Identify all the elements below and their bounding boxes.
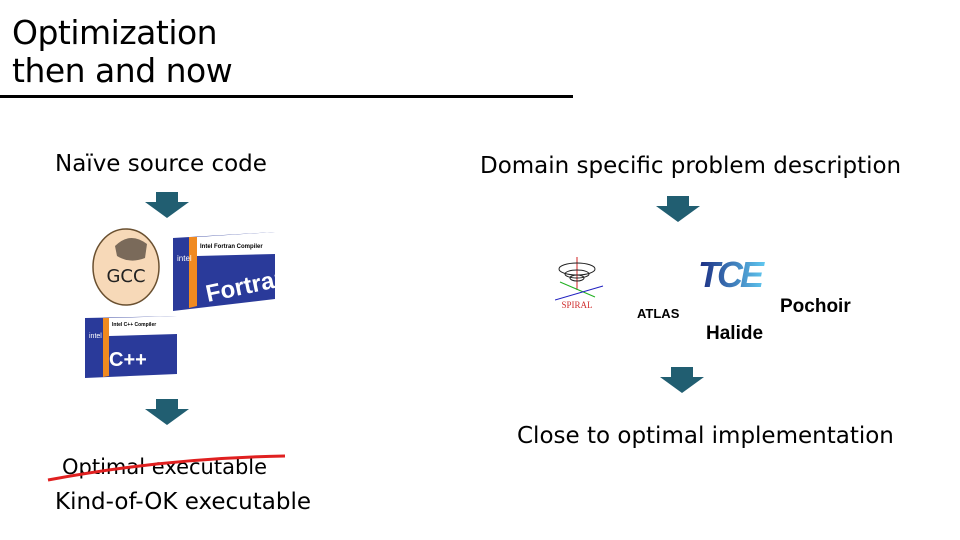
title-line-1: Optimization bbox=[12, 13, 218, 52]
spiral-logo: SPIRAL bbox=[555, 257, 604, 310]
naive-source-label: Naïve source code bbox=[55, 151, 267, 177]
spiral-text: SPIRAL bbox=[561, 300, 592, 310]
down-arrow-icon bbox=[145, 192, 189, 218]
tce-logo: TCE bbox=[698, 256, 768, 290]
atlas-label: ATLAS bbox=[637, 306, 680, 321]
cpp-text: C++ bbox=[109, 349, 147, 371]
fortran-box: Intel Fortran Compiler intel Fortran bbox=[173, 232, 275, 311]
cpp-box-label: Intel C++ Compiler bbox=[112, 322, 156, 328]
cpp-box: Intel C++ Compiler intel C++ bbox=[85, 316, 177, 378]
domain-specific-label: Domain specific problem description bbox=[480, 153, 902, 179]
strikethrough-line bbox=[47, 454, 286, 482]
down-arrow-icon bbox=[656, 196, 700, 222]
pochoir-label: Pochoir bbox=[780, 296, 851, 317]
fortran-box-label: Intel Fortran Compiler bbox=[200, 244, 263, 250]
down-arrow-icon bbox=[660, 367, 704, 393]
gcc-text: GCC bbox=[106, 266, 145, 287]
title-underline bbox=[0, 95, 573, 98]
halide-label: Halide bbox=[706, 323, 764, 344]
intel-logo-1: intel bbox=[177, 254, 192, 263]
compiler-logos: GCC Intel Fortran Compiler intel Fortran… bbox=[85, 228, 275, 378]
kind-of-ok-label: Kind-of-OK executable bbox=[55, 489, 311, 515]
close-to-optimal-label: Close to optimal implementation bbox=[517, 423, 894, 449]
tce-text: TCE bbox=[698, 256, 765, 290]
down-arrow-icon bbox=[145, 399, 189, 425]
title-line-2: then and now bbox=[12, 51, 233, 90]
intel-logo-2: intel bbox=[89, 333, 102, 340]
